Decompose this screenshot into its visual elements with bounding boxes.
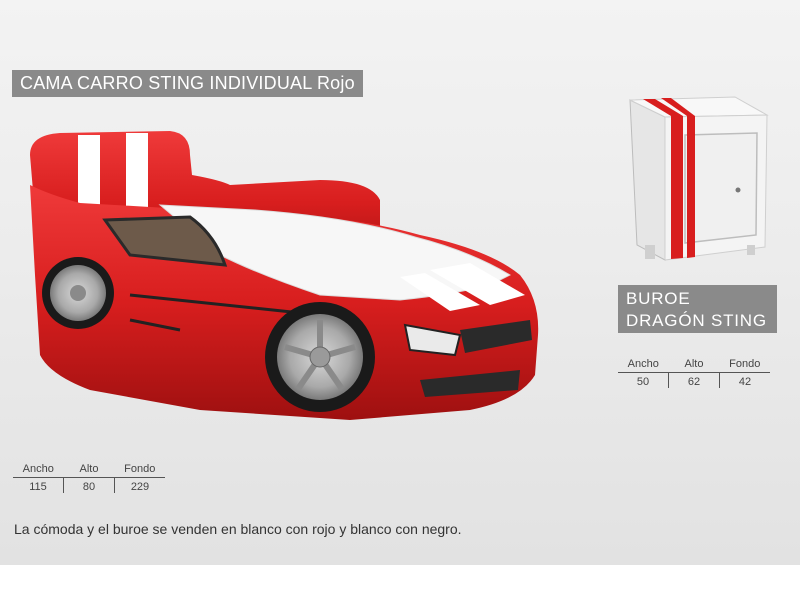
buroe-image xyxy=(629,96,769,261)
footer-note: La cómoda y el buroe se venden en blanco… xyxy=(14,521,462,537)
buroe-dim-header-width: Ancho xyxy=(618,357,669,373)
bed-title: CAMA CARRO STING INDIVIDUAL Rojo xyxy=(12,70,363,97)
bed-dim-header-depth: Fondo xyxy=(114,462,165,478)
bed-dim-header-height: Alto xyxy=(63,462,115,478)
bed-dimensions-table: Ancho Alto Fondo 115 80 229 xyxy=(13,462,165,493)
buroe-dim-header-height: Alto xyxy=(668,357,720,373)
buroe-dimensions-table: Ancho Alto Fondo 50 62 42 xyxy=(618,357,770,388)
buroe-title: BUROE DRAGÓN STING xyxy=(618,285,777,333)
bed-dim-height: 80 xyxy=(63,477,115,493)
buroe-dim-depth: 42 xyxy=(719,372,770,388)
buroe-title-line2: DRAGÓN STING xyxy=(626,311,767,330)
buroe-dim-width: 50 xyxy=(636,376,650,388)
bed-dim-depth: 229 xyxy=(114,477,165,493)
car-bed-image xyxy=(30,131,539,420)
buroe-dim-height: 62 xyxy=(668,372,720,388)
buroe-title-line1: BUROE xyxy=(626,289,691,308)
buroe-dim-header-depth: Fondo xyxy=(719,357,770,373)
bed-dim-width: 115 xyxy=(29,481,47,493)
bed-dim-header-width: Ancho xyxy=(13,462,64,478)
